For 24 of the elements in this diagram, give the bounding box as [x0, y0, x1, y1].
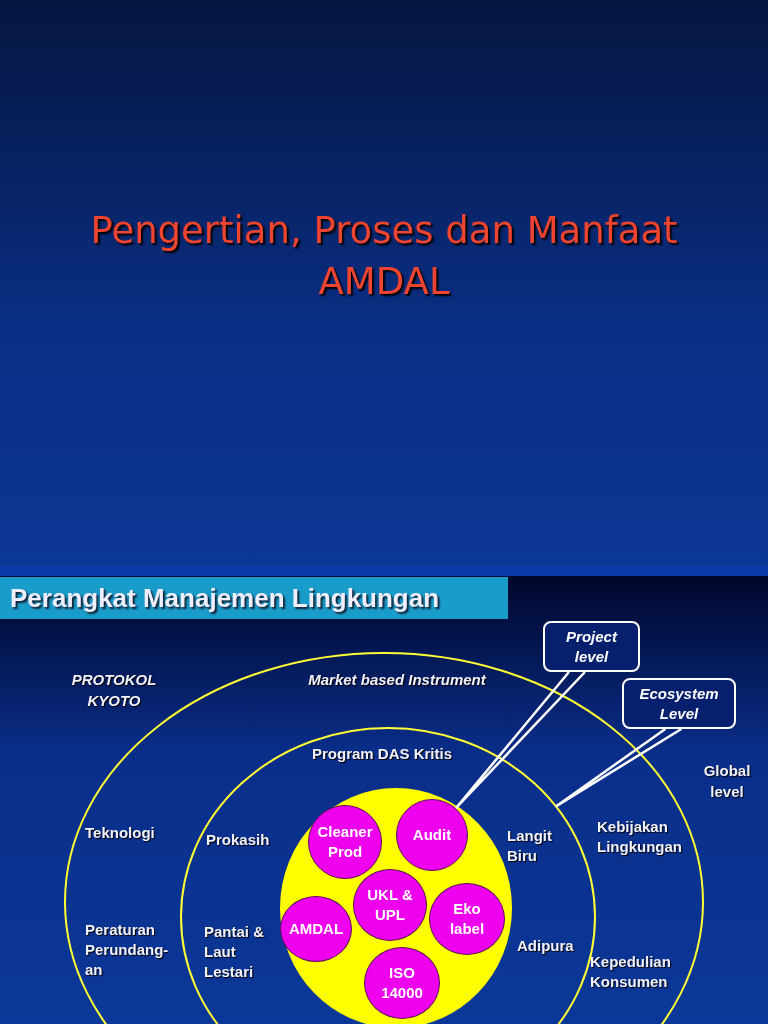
ring-label: Kepedulian Konsumen [590, 952, 672, 992]
leader-line [454, 670, 587, 810]
callout-box: Ecosystem Level [622, 678, 736, 729]
section-heading: Perangkat Manajemen Lingkungan [0, 577, 508, 619]
ring-label: Program DAS Kritis [310, 744, 453, 764]
instrument-circle: ISO 14000 [364, 947, 440, 1019]
leader-line [554, 727, 683, 808]
ring-label: Market based Instrument [307, 670, 488, 690]
instrument-circle: Eko label [429, 883, 505, 955]
ring-label: Peraturan Perundang-an [85, 920, 170, 980]
ring-label: Pantai & Laut Lestari [204, 922, 265, 982]
ring-label: Teknologi [85, 823, 155, 843]
callout-box: Project level [543, 621, 640, 672]
ring-label: Prokasih [206, 830, 270, 850]
ring-label: Kebijakan Lingkungan [597, 817, 683, 857]
slide-title: Pengertian, Proses dan Manfaat AMDAL [89, 208, 679, 305]
instrument-circle: Cleaner Prod [308, 805, 382, 879]
level-label: PROTOKOL KYOTO [70, 670, 158, 711]
instrument-circle: AMDAL [280, 896, 352, 962]
level-label: Global level [702, 761, 752, 802]
instrument-circle: UKL & UPL [353, 869, 427, 941]
ring-label: Langit Biru [507, 826, 553, 866]
ring-label: Adipura [517, 936, 574, 956]
instrument-circle: Audit [396, 799, 468, 871]
